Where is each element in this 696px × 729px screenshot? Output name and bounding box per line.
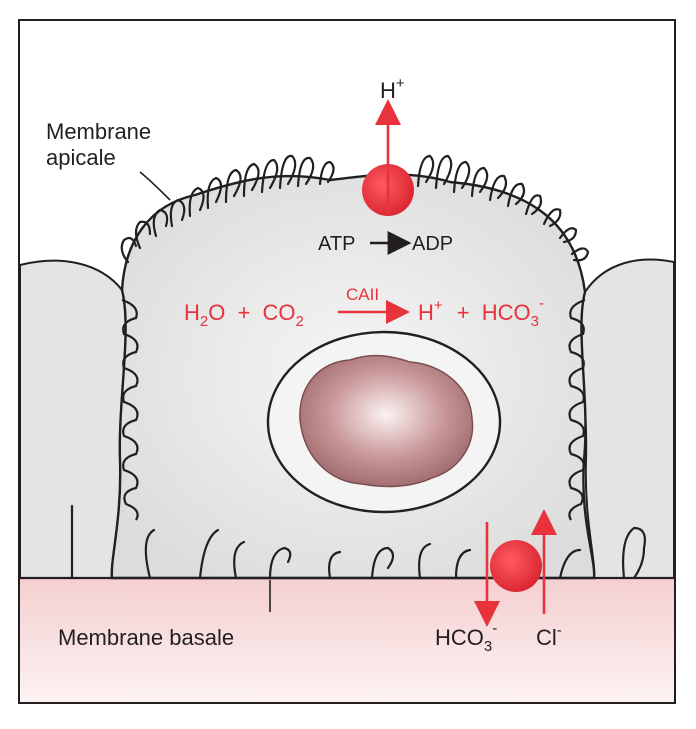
proton-out-label: H+ <box>380 75 405 103</box>
proton-pump <box>362 99 414 216</box>
apical-microvilli <box>120 154 590 264</box>
basal-folds <box>70 504 646 580</box>
adp-label: ADP <box>412 233 453 255</box>
basal-label: Membrane basale <box>58 625 234 650</box>
exchanger-hco3-label: HCO3- <box>435 620 497 655</box>
reaction-right: H+ + HCO3- <box>418 290 544 330</box>
right-neighbour-cell <box>580 258 675 579</box>
lateral-folds <box>121 298 586 521</box>
caii-label: CAII <box>346 285 379 304</box>
apical-label-line1: Membrane <box>46 119 151 144</box>
nucleus <box>299 354 474 488</box>
apical-pointer <box>139 171 171 201</box>
exchanger-cl-label: Cl- <box>536 622 562 650</box>
basal-zone <box>20 578 674 702</box>
anion-exchanger <box>474 509 557 627</box>
reaction-left: H2O + CO2 <box>184 300 304 330</box>
apical-label-line2: apicale <box>46 145 116 170</box>
atp-label: ATP <box>318 233 355 255</box>
